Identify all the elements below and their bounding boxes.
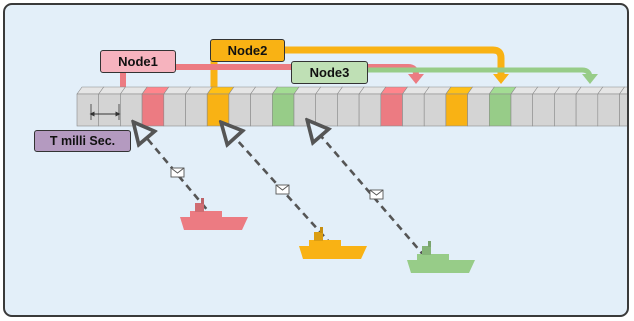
node3-label: Node3	[291, 61, 368, 84]
envelope-icon	[275, 184, 290, 195]
time-slot-node3	[271, 86, 300, 127]
time-slot-node2	[445, 86, 474, 127]
arrow-down-icon	[493, 74, 509, 84]
time-slot-empty	[553, 86, 582, 127]
time-slot-empty	[336, 86, 365, 127]
timeline-slots	[76, 86, 627, 127]
time-slot-empty	[575, 86, 604, 127]
time-slot-empty	[358, 86, 387, 127]
ships	[180, 198, 475, 273]
time-slot-empty	[618, 86, 627, 127]
message-path-1	[140, 130, 218, 222]
time-slot-empty	[423, 86, 452, 127]
slot-interval-label: T milli Sec.	[34, 130, 131, 152]
time-slot-node3	[488, 86, 517, 127]
envelope-icon	[369, 189, 384, 200]
node-connectors	[120, 46, 598, 88]
envelope-icon	[170, 167, 185, 178]
time-slot-node1	[380, 86, 409, 127]
message-path-2	[228, 130, 344, 258]
arrow-down-icon	[408, 74, 424, 84]
ship-icon	[407, 241, 475, 273]
connector-arrow-3	[302, 67, 598, 84]
time-slot-empty	[119, 86, 148, 127]
time-slot-empty	[163, 86, 192, 127]
time-slot-empty	[184, 86, 213, 127]
ship-icon	[180, 198, 248, 230]
ship-icon	[299, 227, 367, 259]
time-slot-empty	[250, 86, 278, 127]
node2-label: Node2	[210, 39, 285, 62]
time-slot-empty	[98, 86, 126, 127]
node1-label: Node1	[100, 50, 176, 73]
time-slot-empty	[597, 86, 626, 127]
arrow-down-icon	[582, 74, 598, 84]
tdma-diagram	[76, 46, 627, 273]
time-slot-empty	[401, 86, 430, 127]
time-slot-empty	[228, 86, 257, 127]
message-paths	[140, 128, 437, 270]
double-arrow-icon	[89, 104, 121, 120]
diagram-frame: Node1 Node2 Node3 T milli Sec.	[3, 3, 629, 317]
